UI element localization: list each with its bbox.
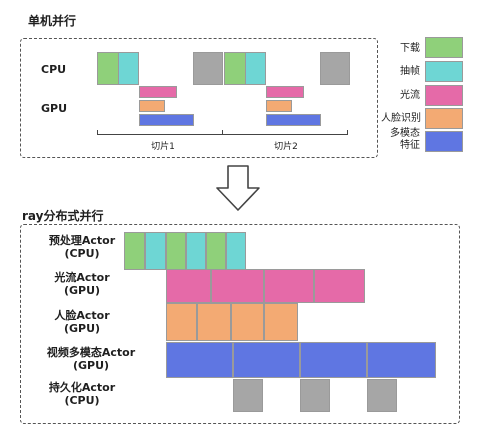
multimodal-block: [166, 342, 233, 378]
actor-opticalflow-label: 光流Actor (GPU): [28, 271, 136, 297]
ray-parallel-title: ray分布式并行: [22, 209, 104, 223]
actor-persist-label: 持久化Actor (CPU): [28, 381, 136, 407]
pre-frame-block: [186, 232, 206, 270]
seg1-face-block: [139, 100, 165, 112]
legend-label-face: 人脸识别: [381, 113, 421, 124]
segment-1-label: 切片1: [151, 142, 175, 152]
legend-label-download: 下载: [400, 43, 420, 54]
flow-block: [314, 269, 365, 303]
actor-multimodal-device: (GPU): [72, 359, 110, 373]
seg1-persist-block: [193, 52, 223, 85]
ray-parallel-panel: [20, 224, 460, 424]
persist-block: [233, 379, 263, 412]
pre-download-block: [206, 232, 226, 270]
seg2-download-block: [224, 52, 246, 85]
pre-frame-block: [226, 232, 246, 270]
pre-download-block: [166, 232, 186, 270]
face-block: [197, 303, 231, 341]
actor-opticalflow-device: (GPU): [63, 284, 101, 298]
face-block: [264, 303, 298, 341]
cpu-row-label: CPU: [41, 63, 67, 76]
multimodal-block: [233, 342, 300, 378]
persist-block: [367, 379, 397, 412]
persist-block: [300, 379, 330, 412]
actor-preprocess-label: 预处理Actor (CPU): [28, 234, 136, 260]
face-recognition-swatch-icon: [425, 108, 463, 129]
flow-block: [211, 269, 264, 303]
actor-persist-device: (CPU): [64, 394, 100, 408]
segment-tick-right: [347, 130, 348, 135]
actor-multimodal-label: 视频多模态Actor (GPU): [24, 346, 158, 372]
actor-preprocess-name: 预处理Actor: [48, 234, 116, 247]
down-arrow-icon: [216, 165, 260, 211]
segment-2-label: 切片2: [274, 142, 298, 152]
actor-opticalflow-name: 光流Actor: [54, 271, 110, 284]
seg1-frame-block: [118, 52, 139, 85]
seg2-face-block: [266, 100, 292, 112]
pre-frame-block: [145, 232, 166, 270]
actor-multimodal-name: 视频多模态Actor: [46, 346, 136, 359]
multimodal-block: [367, 342, 436, 378]
gpu-row-label: GPU: [41, 102, 68, 115]
pre-download-block: [124, 232, 145, 270]
actor-face-device: (GPU): [63, 322, 101, 336]
segment-tick-left: [97, 130, 98, 135]
flow-block: [264, 269, 314, 303]
single-machine-panel: [20, 38, 378, 158]
seg2-persist-block: [320, 52, 350, 85]
actor-face-label: 人脸Actor (GPU): [28, 309, 136, 335]
segment-tick-mid: [222, 130, 223, 135]
frame-extract-swatch-icon: [425, 61, 463, 82]
face-block: [231, 303, 264, 341]
legend-label-multimodal: 多模态 特征: [390, 128, 420, 151]
seg1-multimodal-block: [139, 114, 194, 126]
seg1-download-block: [97, 52, 119, 85]
seg2-opticalflow-block: [266, 86, 304, 98]
optical-flow-swatch-icon: [425, 85, 463, 106]
legend-label-opticalflow: 光流: [400, 90, 420, 101]
actor-preprocess-device: (CPU): [64, 247, 100, 261]
multimodal-swatch-icon: [425, 131, 463, 152]
actor-persist-name: 持久化Actor: [48, 381, 116, 394]
actor-face-name: 人脸Actor: [54, 309, 110, 322]
seg1-opticalflow-block: [139, 86, 177, 98]
multimodal-block: [300, 342, 367, 378]
seg2-frame-block: [245, 52, 266, 85]
flow-block: [166, 269, 211, 303]
download-swatch-icon: [425, 37, 463, 58]
single-machine-title: 单机并行: [28, 14, 77, 28]
legend-label-frame: 抽帧: [400, 66, 420, 77]
seg2-multimodal-block: [266, 114, 321, 126]
face-block: [166, 303, 197, 341]
